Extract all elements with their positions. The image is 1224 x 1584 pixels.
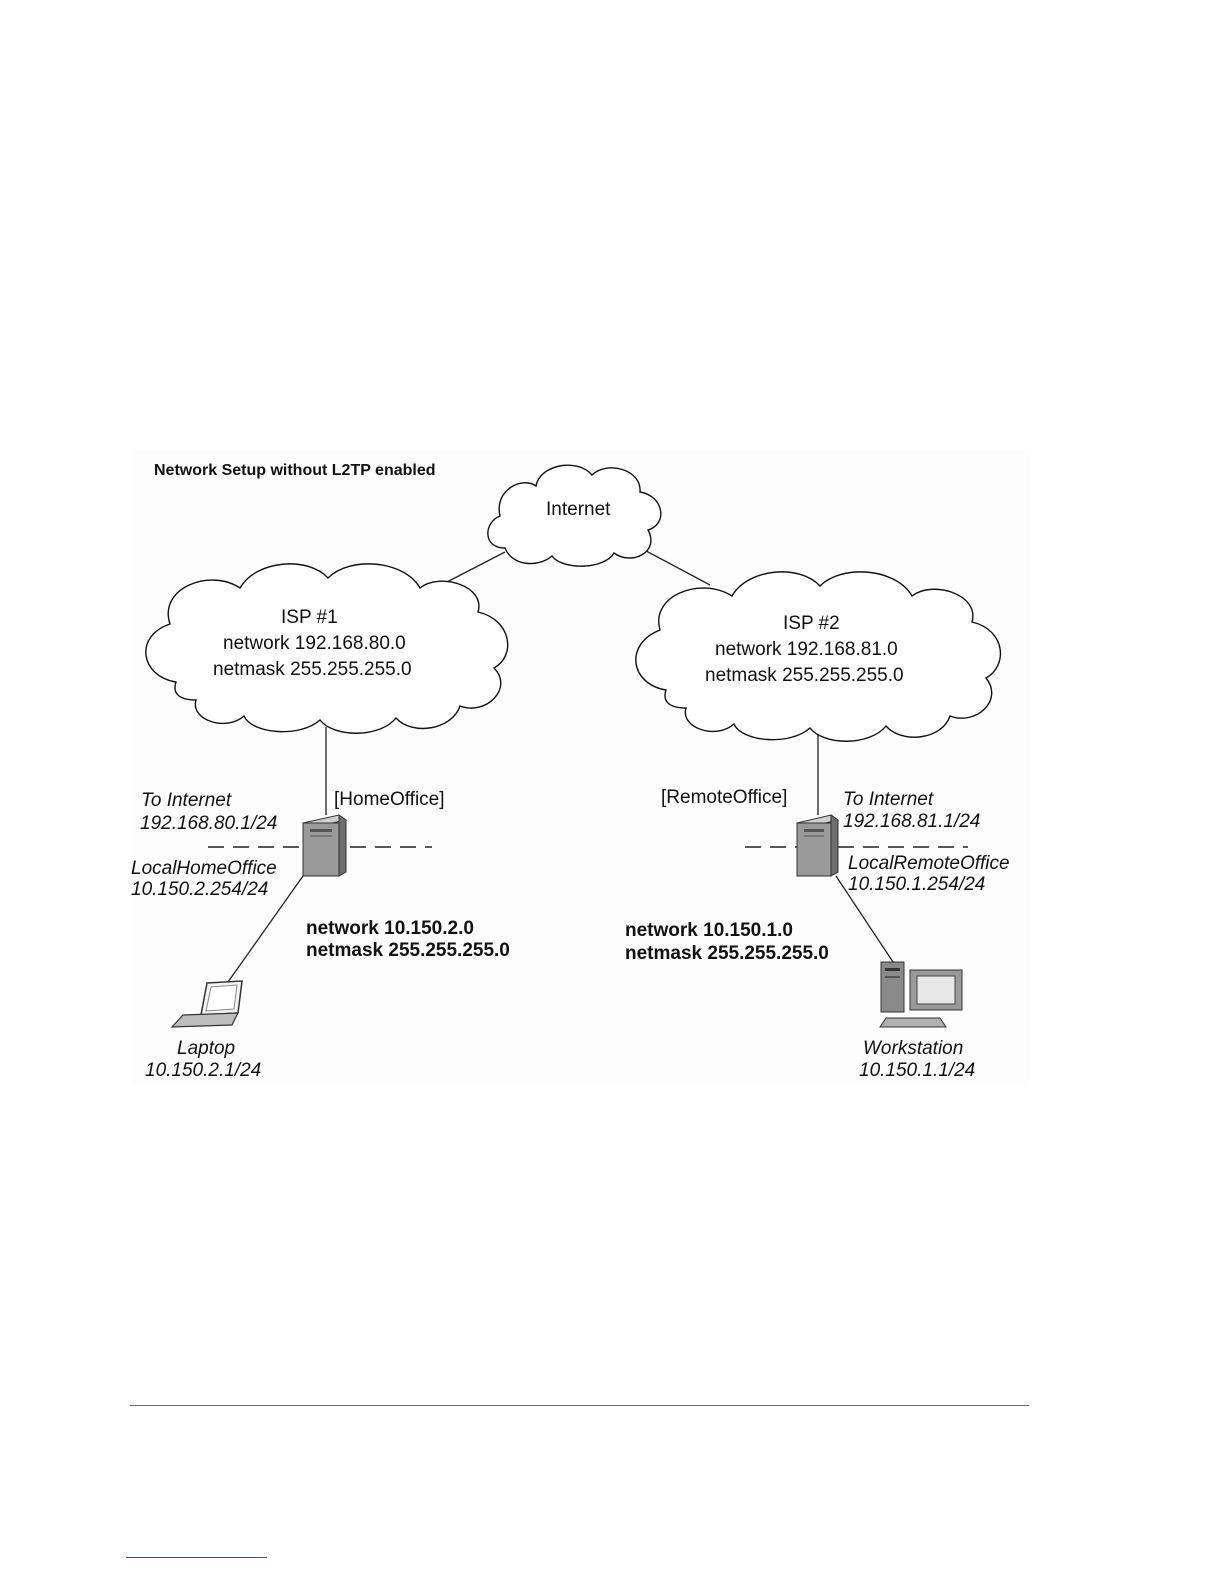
laptop-ip: 10.150.2.1/24 <box>145 1060 261 1081</box>
page-divider <box>130 1405 1029 1406</box>
homeoffice-name: [HomeOffice] <box>334 789 445 810</box>
remoteoffice-lan-network: network 10.150.1.0 <box>625 920 793 941</box>
workstation-ip: 10.150.1.1/24 <box>859 1060 975 1081</box>
remoteoffice-name: [RemoteOffice] <box>661 787 787 808</box>
isp1-netmask: netmask 255.255.255.0 <box>213 659 412 680</box>
homeoffice-local-label: LocalHomeOffice <box>131 858 277 879</box>
isp2-netmask: netmask 255.255.255.0 <box>705 665 904 686</box>
footnote-divider <box>126 1557 267 1558</box>
isp2-network: network 192.168.81.0 <box>715 639 898 660</box>
remoteoffice-local-label: LocalRemoteOffice <box>848 853 1010 874</box>
homeoffice-lan-netmask: netmask 255.255.255.0 <box>306 940 510 961</box>
isp1-network: network 192.168.80.0 <box>223 633 406 654</box>
isp2-name: ISP #2 <box>783 613 840 634</box>
remoteoffice-to-internet-ip: 192.168.81.1/24 <box>843 811 980 832</box>
remoteoffice-lan-netmask: netmask 255.255.255.0 <box>625 943 829 964</box>
workstation-icon <box>879 961 963 1028</box>
internet-label: Internet <box>546 499 611 520</box>
remoteoffice-to-internet-label: To Internet <box>843 789 934 810</box>
isp1-cloud: ISP #1 network 192.168.80.0 netmask 255.… <box>145 563 509 734</box>
workstation-label: Workstation <box>863 1038 963 1059</box>
laptop-label: Laptop <box>177 1038 235 1059</box>
remoteoffice-local-ip: 10.150.1.254/24 <box>848 874 985 895</box>
link-internet-isp1 <box>444 551 506 584</box>
diagram-title: Network Setup without L2TP enabled <box>154 462 436 479</box>
isp1-name: ISP #1 <box>281 607 338 628</box>
laptop-icon <box>170 980 243 1028</box>
homeoffice-local-ip: 10.150.2.254/24 <box>131 879 268 900</box>
homeoffice-to-internet-label: To Internet <box>141 790 232 811</box>
link-homeoffice-laptop <box>227 875 304 983</box>
server-icon <box>301 814 348 877</box>
server-icon <box>795 814 840 877</box>
homeoffice-lan-network: network 10.150.2.0 <box>306 918 474 939</box>
homeoffice-to-internet-ip: 192.168.80.1/24 <box>140 813 277 834</box>
link-remoteoffice-workstation <box>835 875 894 963</box>
isp2-cloud: ISP #2 network 192.168.81.0 netmask 255.… <box>635 571 1002 742</box>
internet-cloud: Internet <box>487 464 662 567</box>
